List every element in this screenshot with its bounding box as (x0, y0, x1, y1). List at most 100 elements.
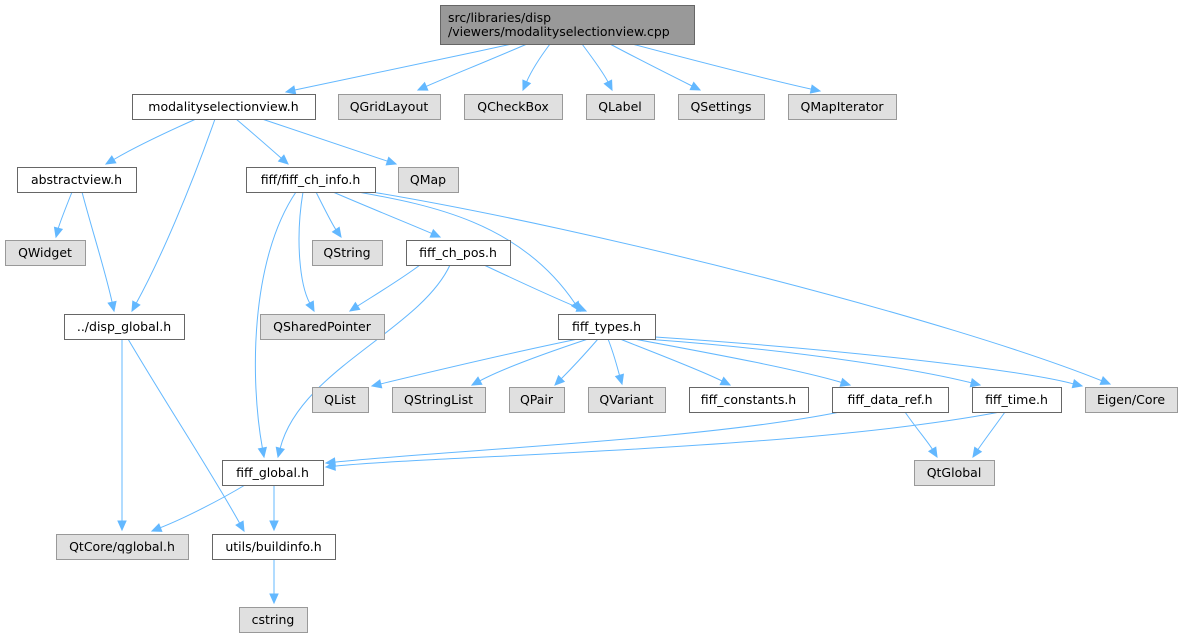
node-label: QMapIterator (801, 99, 885, 114)
edge-fiff-ch-info-h-to-eigen-core (371, 191, 1112, 385)
node-label: fiff_types.h (572, 319, 641, 334)
node-qtglobal: QtGlobal (914, 460, 995, 486)
edge-line (619, 338, 723, 382)
edge-line (113, 118, 197, 160)
node-fiff-global-h[interactable]: fiff_global.h (222, 460, 324, 486)
node-qgridlayout: QGridLayout (338, 94, 441, 120)
node-modalityselectionview-h[interactable]: modalityselectionview.h (132, 94, 316, 120)
edge-line (479, 338, 589, 382)
arrowhead-icon (284, 85, 297, 95)
arrowhead-icon (575, 302, 588, 312)
node-qsharedpointer: QSharedPointer (260, 314, 385, 340)
arrowhead-icon (603, 79, 613, 92)
node-qmapiterator: QMapIterator (788, 94, 897, 120)
node-box (440, 5, 695, 45)
edge-line (607, 338, 620, 376)
node-fiff-time-h[interactable]: fiff_time.h (972, 387, 1062, 413)
node-box (558, 314, 656, 340)
edge-fiff-ch-info-h-to-qstring (315, 191, 342, 239)
edge-fiff-types-h-to-fiff-time-h (644, 338, 982, 388)
node-cstring: cstring (239, 607, 308, 633)
node-box (222, 460, 324, 486)
node-box (832, 387, 949, 413)
arrowhead-icon (53, 226, 64, 239)
node-label: /viewers/modalityselectionview.cpp (448, 24, 670, 39)
node-qtcore-qglobal-h: QtCore/qglobal.h (56, 534, 189, 560)
arrowhead-icon (689, 81, 702, 91)
edge-root-to-qgridlayout (416, 43, 528, 91)
node-fiff-constants-h[interactable]: fiff_constants.h (689, 387, 809, 413)
edge-fiff-data-ref-h-to-fiff-global-h (324, 411, 841, 467)
arrowhead-icon (470, 376, 483, 386)
node-fiff-types-h[interactable]: fiff_types.h (558, 314, 656, 340)
arrowhead-icon (1071, 379, 1084, 389)
node-label: fiff_time.h (985, 392, 1048, 407)
edge-line (425, 43, 528, 87)
arrowhead-icon (257, 446, 267, 459)
edge-line (135, 118, 216, 304)
edge-line (633, 338, 842, 383)
node-box (64, 314, 185, 340)
node-label: fiff/fiff_ch_info.h (261, 172, 361, 187)
node-box (678, 94, 765, 120)
node-label: QList (324, 392, 356, 407)
arrowhead-icon (324, 461, 336, 471)
node-fiff-ch-info-h[interactable]: fiff/fiff_ch_info.h (246, 167, 376, 193)
node-label: QVariant (599, 392, 653, 407)
arrowhead-icon (277, 154, 289, 165)
node-label: QPair (520, 392, 554, 407)
node-utils-buildinfo-h[interactable]: utils/buildinfo.h (212, 534, 336, 560)
edge-fiff-types-h-to-fiff-data-ref-h (633, 338, 852, 387)
node-label: src/libraries/disp (448, 10, 551, 25)
node-fiff-ch-pos-h[interactable]: fiff_ch_pos.h (406, 240, 511, 266)
node-box (392, 387, 486, 413)
node-label: fiff_constants.h (701, 392, 796, 407)
edge-line (298, 191, 311, 304)
edge-fiff-types-h-to-fiff-constants-h (619, 338, 732, 386)
node-qstringlist: QStringList (392, 387, 486, 413)
node-disp-global-h[interactable]: ../disp_global.h (64, 314, 185, 340)
node-label: ../disp_global.h (77, 319, 171, 334)
node-label: abstractview.h (31, 172, 122, 187)
edge-line (334, 411, 1001, 467)
node-label: QLabel (598, 99, 642, 114)
arrowhead-icon (839, 377, 852, 387)
edge-root-to-qsettings (609, 43, 702, 91)
node-label: QStringList (404, 392, 473, 407)
node-box (17, 167, 137, 193)
node-box (1085, 387, 1178, 413)
edge-line (294, 43, 513, 91)
edge-disp-global-h-to-utils-buildinfo-h (127, 338, 245, 533)
node-fiff-data-ref-h[interactable]: fiff_data_ref.h (832, 387, 949, 413)
arrowhead-icon (809, 84, 822, 94)
edge-line (254, 191, 297, 449)
edge-root-to-qlabel (581, 43, 613, 92)
node-box (972, 387, 1062, 413)
edge-fiff-global-h-to-utils-buildinfo-h (269, 484, 279, 532)
edge-line (644, 338, 972, 384)
edge-line (261, 118, 388, 162)
edge-line (279, 264, 451, 449)
arrowhead-icon (429, 228, 442, 238)
node-abstractview-h[interactable]: abstractview.h (17, 167, 137, 193)
arrowhead-icon (305, 300, 315, 313)
node-label: QString (323, 245, 370, 260)
node-label: utils/buildinfo.h (225, 539, 321, 554)
edge-root-to-qmapiterator (631, 43, 822, 94)
edge-fiff-ch-pos-h-to-fiff-global-h (275, 264, 451, 459)
arrowhead-icon (614, 373, 625, 386)
node-label: cstring (252, 612, 295, 627)
arrowhead-icon (269, 520, 279, 532)
edge-disp-global-h-to-qtcore-qglobal-h (117, 339, 127, 532)
node-box (509, 387, 565, 413)
node-label: QSharedPointer (273, 319, 372, 334)
edge-line (380, 338, 579, 385)
edge-fiff-ch-info-h-to-fiff-global-h (254, 191, 297, 459)
node-box (312, 387, 369, 413)
node-label: QtCore/qglobal.h (69, 539, 175, 554)
edge-fiff-ch-info-h-to-qsharedpointer (298, 191, 315, 313)
edge-line (609, 43, 693, 87)
node-label: QGridLayout (350, 99, 429, 114)
edge-line (81, 191, 113, 303)
edge-line (371, 191, 1102, 382)
